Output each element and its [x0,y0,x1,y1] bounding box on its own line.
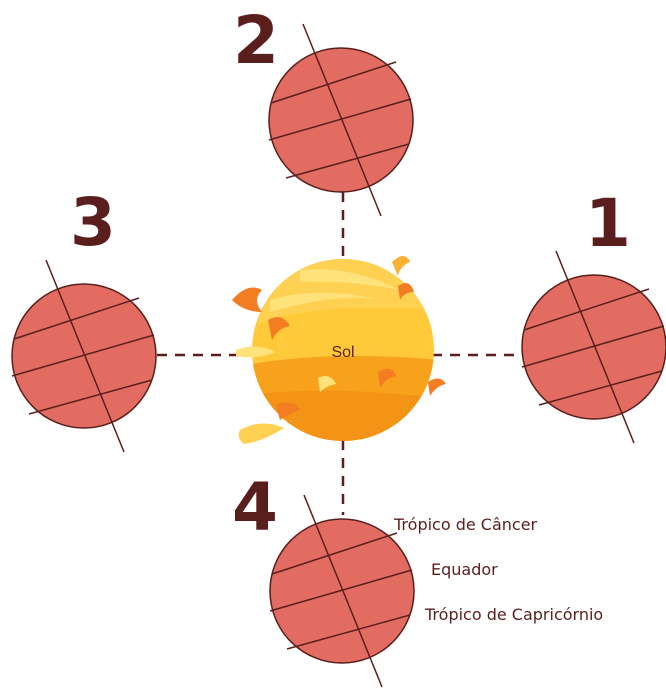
sun [232,256,446,444]
flame [318,376,336,392]
flame [398,283,414,300]
planet-position-3 [11,259,157,453]
label-equator: Equador [431,560,498,579]
sun-label: Sol [331,344,354,361]
planet-position-2 [268,23,414,217]
flame [428,378,446,396]
position-number-4: 4 [232,469,278,546]
planet-position-4 [269,494,415,688]
position-number-2: 2 [233,2,279,79]
flame [378,368,396,388]
flame [238,423,284,444]
flame [236,346,276,358]
position-number-3: 3 [70,184,116,261]
flame [232,287,262,312]
position-number-1: 1 [585,185,631,262]
flame [268,317,290,340]
planet-position-1 [521,250,666,444]
label-tropic-of-cancer: Trópico de Câncer [393,515,538,534]
label-tropic-of-capricorn: Trópico de Capricórnio [424,605,603,624]
flame [276,402,300,420]
flame [392,256,410,276]
